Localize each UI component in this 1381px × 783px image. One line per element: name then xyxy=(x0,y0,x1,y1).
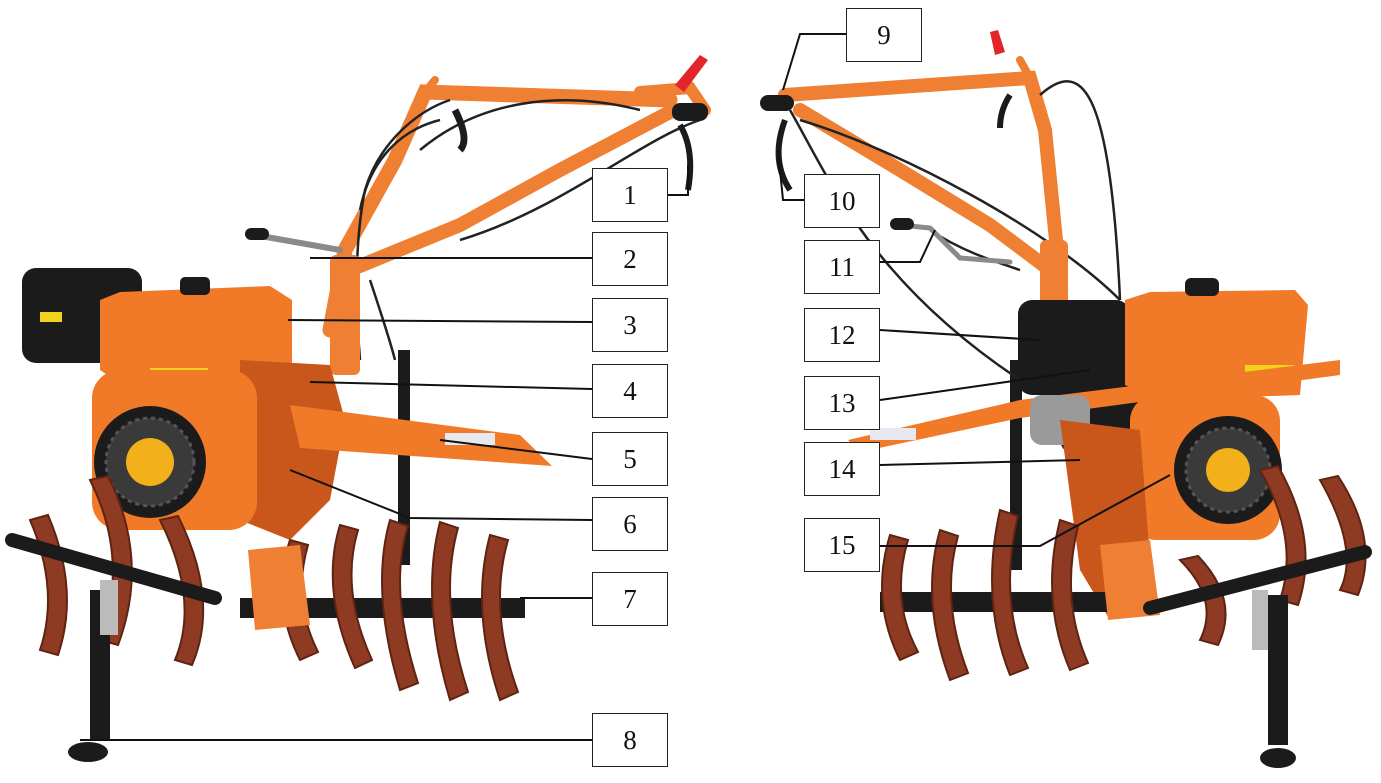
tine-hub-left xyxy=(248,545,310,630)
tiller-left-side-view xyxy=(5,55,711,762)
gear-shift-rod xyxy=(252,232,343,253)
leader-line-15 xyxy=(880,474,1171,547)
leader-line-11 xyxy=(880,229,936,263)
fuel-tank xyxy=(100,286,292,382)
support-foot-left xyxy=(68,742,108,762)
callout-6: 6 xyxy=(592,497,668,551)
callout-8: 8 xyxy=(592,713,668,767)
callout-11: 11 xyxy=(804,240,880,294)
recoil-starter-right xyxy=(1174,416,1282,524)
red-lever-tip-right xyxy=(990,30,1005,55)
frame-column xyxy=(330,255,360,375)
clutch-lever-left xyxy=(451,108,468,153)
leader-line-10 xyxy=(777,149,804,201)
callout-4: 4 xyxy=(592,364,668,418)
tines-right xyxy=(881,464,1367,682)
leader-line-14 xyxy=(879,459,1081,466)
leader-line-6 xyxy=(289,469,593,521)
callout-12: 12 xyxy=(804,308,880,362)
handle-grip-right xyxy=(760,95,794,111)
red-lever-tip xyxy=(675,55,708,92)
fender-right xyxy=(848,360,1340,452)
handlebar-frame-right xyxy=(778,56,1065,277)
leader-line-3 xyxy=(287,319,593,323)
callout-15: 15 xyxy=(804,518,880,572)
leader-lines xyxy=(80,33,1171,741)
callout-7: 7 xyxy=(592,572,668,626)
brake-lever-left xyxy=(677,123,694,191)
callout-9: 9 xyxy=(846,8,922,62)
front-bar-right xyxy=(1143,545,1372,615)
callout-13: 13 xyxy=(804,376,880,430)
recoil-starter-left xyxy=(94,406,206,518)
brake-lever-right xyxy=(997,93,1013,129)
reverse-lever-knob xyxy=(890,218,914,230)
support-foot-right xyxy=(1260,748,1296,768)
leader-line-12 xyxy=(879,329,1041,341)
leader-line-13 xyxy=(879,369,1091,401)
leader-line-5 xyxy=(439,439,593,460)
callout-1: 1 xyxy=(592,168,668,222)
leader-line-4 xyxy=(309,381,593,390)
reverse-lever-rod xyxy=(897,222,1013,265)
support-leg-right xyxy=(1268,595,1288,745)
leader-line-9 xyxy=(782,33,846,91)
gearbox-housing xyxy=(240,360,345,540)
gear-shift-knob xyxy=(245,228,269,240)
leader-line-1 xyxy=(668,165,689,196)
callout-2: 2 xyxy=(592,232,668,286)
tine-hub-right xyxy=(1100,540,1160,620)
handle-grip xyxy=(672,103,708,121)
callout-14: 14 xyxy=(804,442,880,496)
callout-10: 10 xyxy=(804,174,880,228)
fender-left xyxy=(290,405,552,466)
depth-stick xyxy=(398,350,410,565)
front-bar-left xyxy=(5,533,222,605)
tiller-right-side-view xyxy=(760,30,1372,768)
callout-5: 5 xyxy=(592,432,668,486)
callout-3: 3 xyxy=(592,298,668,352)
